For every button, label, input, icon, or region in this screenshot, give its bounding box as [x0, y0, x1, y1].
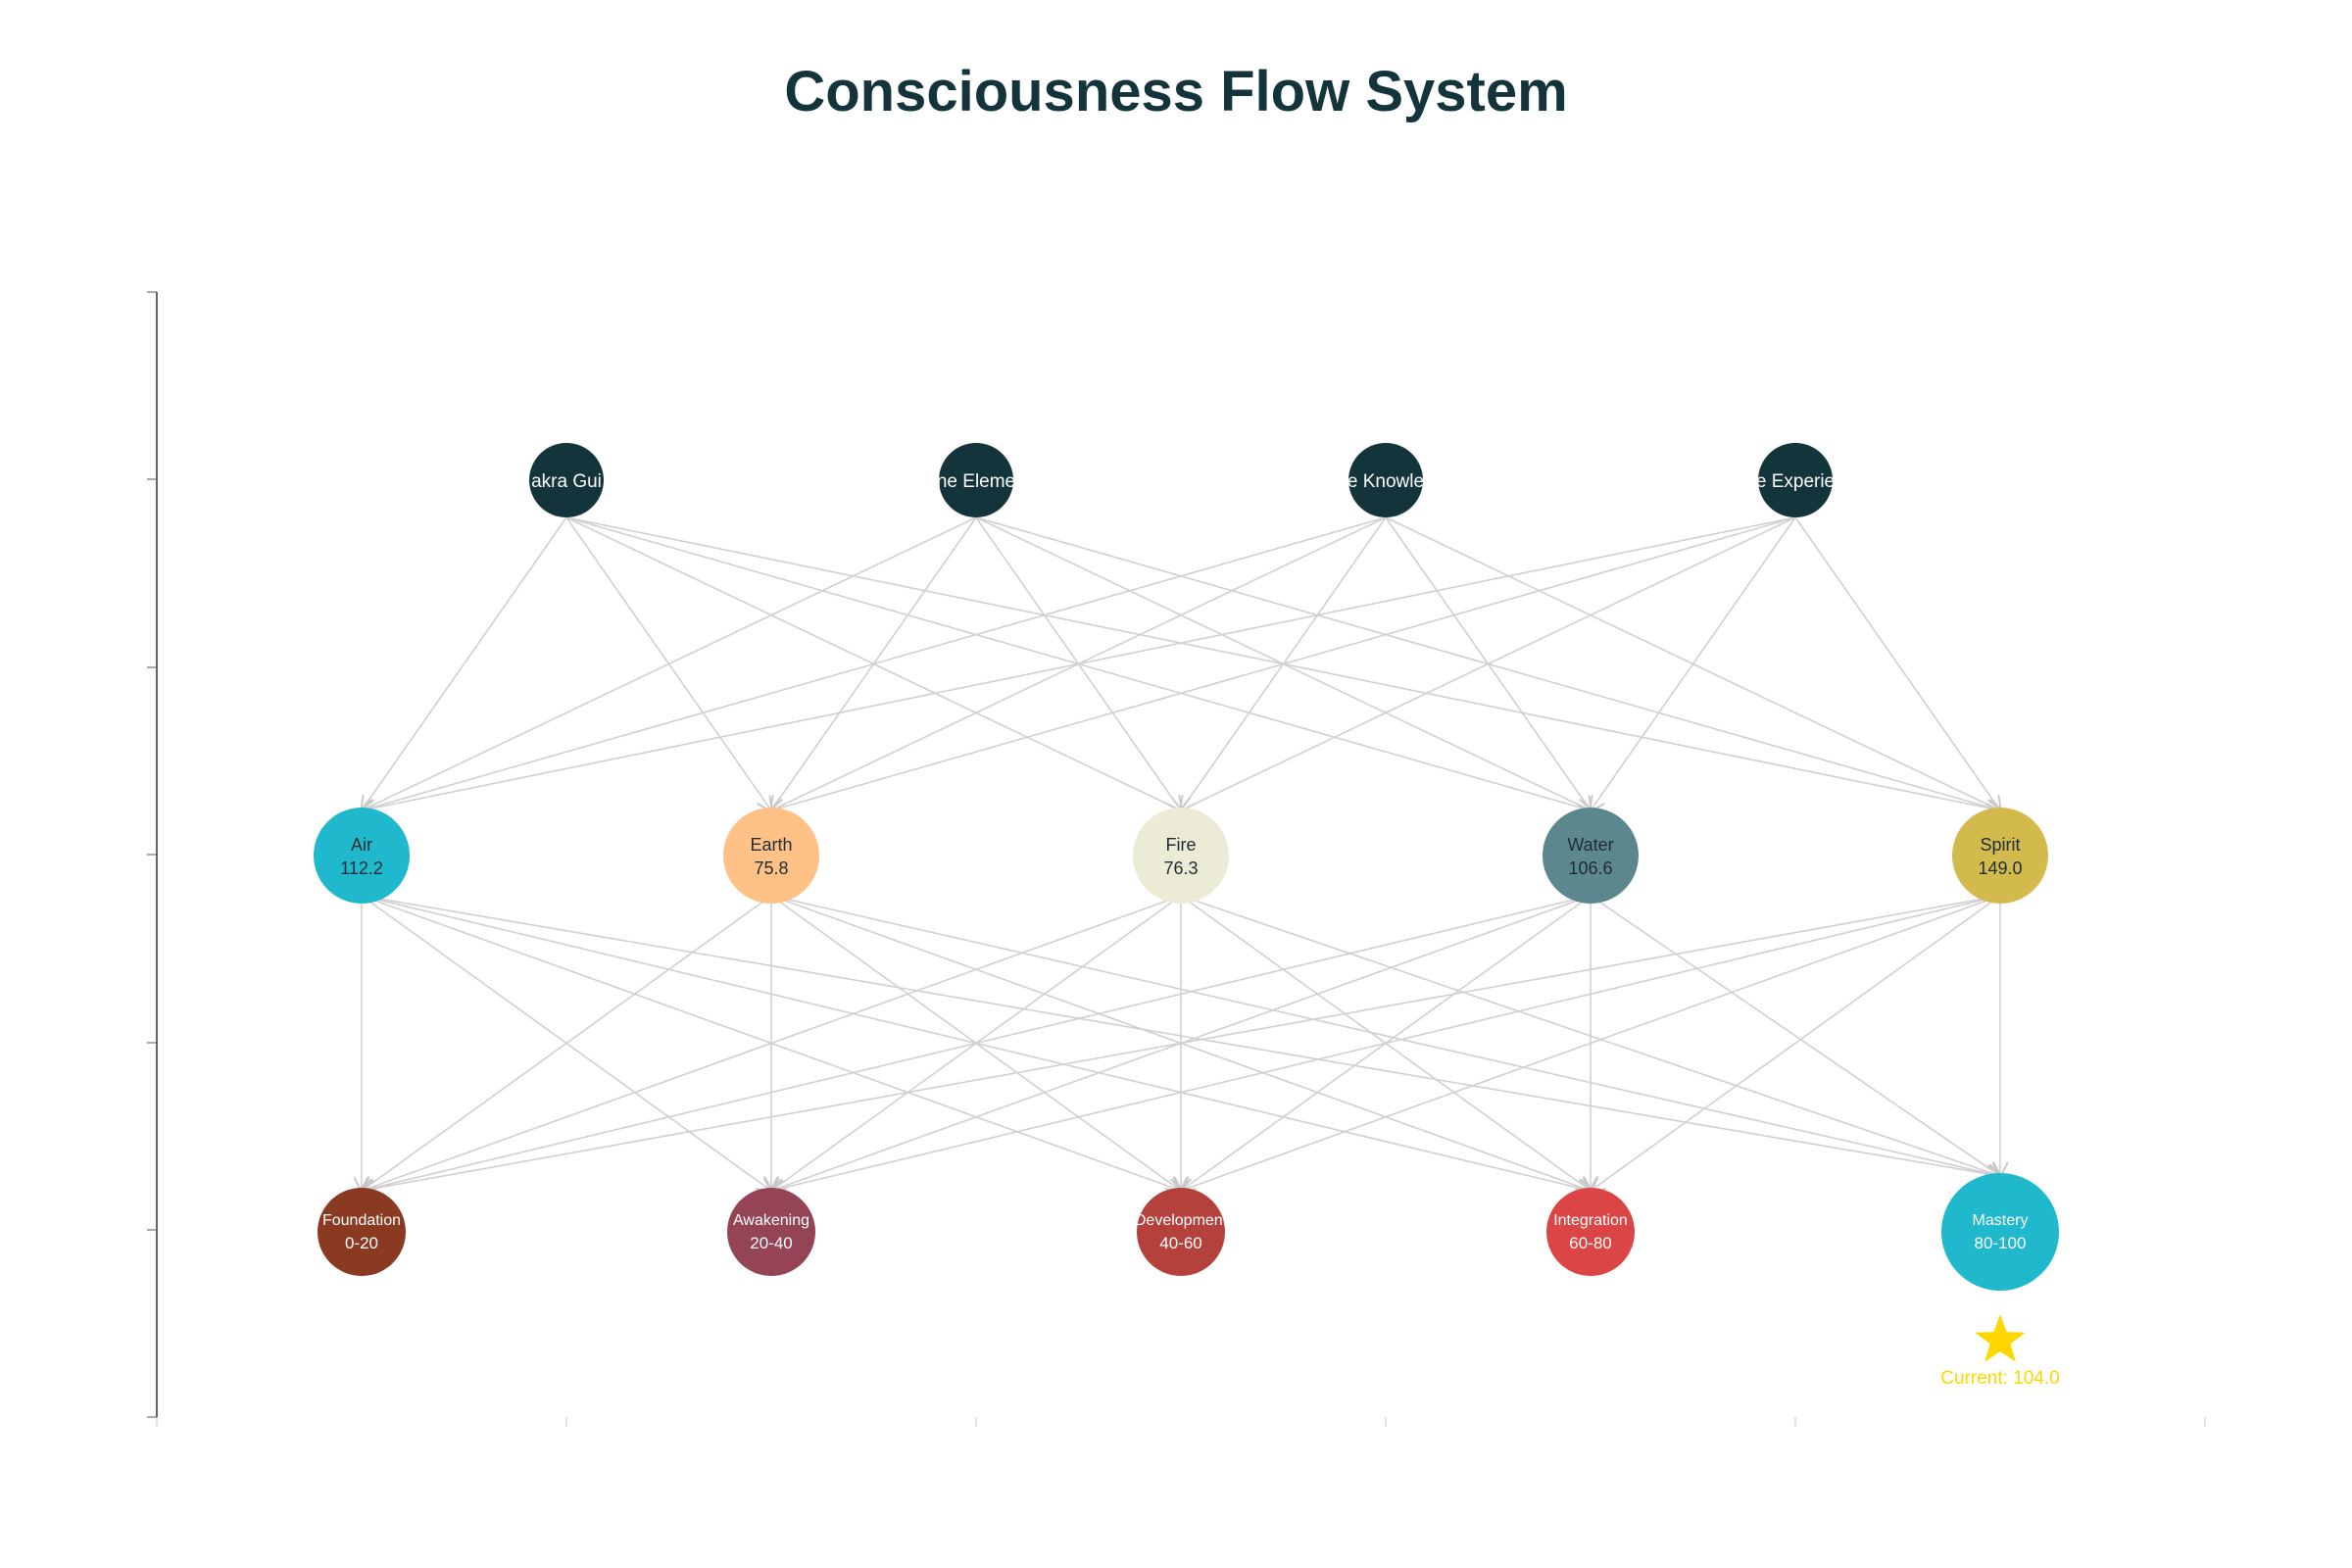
stage-node-label: Awakening	[733, 1212, 809, 1229]
element-node-circle	[1133, 808, 1229, 904]
stage-node-range: 20-40	[750, 1234, 792, 1252]
element-node-value: 106.6	[1568, 858, 1612, 878]
top-node-label: akra Gui	[531, 471, 602, 492]
element-node-label: Water	[1567, 835, 1613, 855]
element-node-label: Fire	[1166, 835, 1197, 855]
top-node-circle	[939, 443, 1013, 517]
element-node-circle	[723, 808, 819, 904]
element-node-circle	[1952, 808, 2048, 904]
element-node-air[interactable]: Air 112.2	[314, 808, 410, 904]
top-node-2[interactable]: e Knowle	[1348, 443, 1424, 517]
top-node-circle	[1348, 443, 1423, 517]
edges	[362, 516, 2001, 1191]
stage-node-label: Integration	[1553, 1212, 1628, 1229]
stage-node-range: 0-20	[345, 1234, 378, 1252]
edge-top-3-to-mid-1	[771, 516, 1796, 810]
stage-node-circle	[318, 1188, 406, 1276]
element-node-value: 76.3	[1163, 858, 1198, 878]
stage-node-label: Development	[1135, 1212, 1228, 1229]
edge-mid-1-to-bottom-0	[362, 895, 772, 1191]
top-node-0[interactable]: akra Gui	[529, 443, 604, 517]
stage-node-foundation[interactable]: Foundation 0-20	[318, 1188, 406, 1276]
page-title: Consciousness Flow System	[784, 60, 1568, 123]
stage-node-development[interactable]: Development 40-60	[1135, 1188, 1228, 1276]
stage-node-circle	[1137, 1188, 1225, 1276]
element-node-fire[interactable]: Fire 76.3	[1133, 808, 1229, 904]
stage-node-label: Mastery	[1973, 1212, 2029, 1229]
stage-node-circle	[1941, 1173, 2059, 1291]
top-node-circle	[1758, 443, 1833, 517]
stage-node-label: Foundation	[322, 1212, 401, 1229]
stage-node-circle	[1546, 1188, 1635, 1276]
edge-mid-4-to-bottom-0	[362, 895, 2001, 1191]
current-value-label: Current: 104.0	[1940, 1368, 2059, 1389]
stage-node-mastery[interactable]: Mastery 80-100	[1941, 1173, 2059, 1291]
edge-top-3-to-mid-4	[1794, 516, 2000, 810]
edge-mid-4-to-bottom-2	[1181, 895, 2001, 1191]
edge-mid-2-to-bottom-0	[362, 895, 1182, 1191]
edge-mid-4-to-bottom-3	[1591, 895, 2001, 1191]
edge-top-3-to-mid-3	[1591, 516, 1796, 810]
top-node-circle	[529, 443, 604, 517]
star-icon	[1975, 1314, 2026, 1362]
element-node-water[interactable]: Water 106.6	[1543, 808, 1639, 904]
edge-mid-3-to-bottom-0	[362, 895, 1592, 1191]
edge-top-2-to-mid-0	[362, 516, 1387, 810]
edge-top-1-to-mid-0	[362, 516, 977, 810]
stage-node-awakening[interactable]: Awakening 20-40	[727, 1188, 815, 1276]
current-marker: Current: 104.0	[1940, 1314, 2060, 1389]
top-node-label: e Knowle	[1348, 471, 1424, 492]
element-node-value: 75.8	[754, 858, 788, 878]
element-node-label: Air	[351, 835, 372, 855]
top-node-label: e Experie	[1756, 471, 1835, 492]
axes	[147, 291, 2206, 1427]
edge-mid-1-to-bottom-4	[770, 895, 2000, 1176]
element-node-circle	[314, 808, 410, 904]
stage-node-range: 40-60	[1159, 1234, 1201, 1252]
element-node-earth[interactable]: Earth 75.8	[723, 808, 819, 904]
element-node-circle	[1543, 808, 1639, 904]
top-node-label: ne Eleme	[937, 471, 1015, 492]
element-node-value: 149.0	[1978, 858, 2022, 878]
stage-node-integration[interactable]: Integration 60-80	[1546, 1188, 1635, 1276]
edge-top-0-to-mid-0	[362, 516, 567, 810]
edge-mid-4-to-bottom-1	[771, 895, 2001, 1191]
element-node-label: Spirit	[1980, 835, 2020, 855]
stage-node-range: 80-100	[1975, 1234, 2027, 1252]
top-node-3[interactable]: e Experie	[1756, 443, 1835, 517]
edge-top-3-to-mid-2	[1181, 516, 1796, 810]
stage-node-range: 60-80	[1569, 1234, 1611, 1252]
top-node-1[interactable]: ne Eleme	[937, 443, 1015, 517]
element-node-value: 112.2	[340, 858, 383, 878]
element-node-label: Earth	[750, 835, 792, 855]
stage-node-circle	[727, 1188, 815, 1276]
element-node-spirit[interactable]: Spirit 149.0	[1952, 808, 2048, 904]
edge-top-3-to-mid-0	[362, 516, 1796, 810]
edge-mid-3-to-bottom-4	[1590, 895, 2000, 1176]
